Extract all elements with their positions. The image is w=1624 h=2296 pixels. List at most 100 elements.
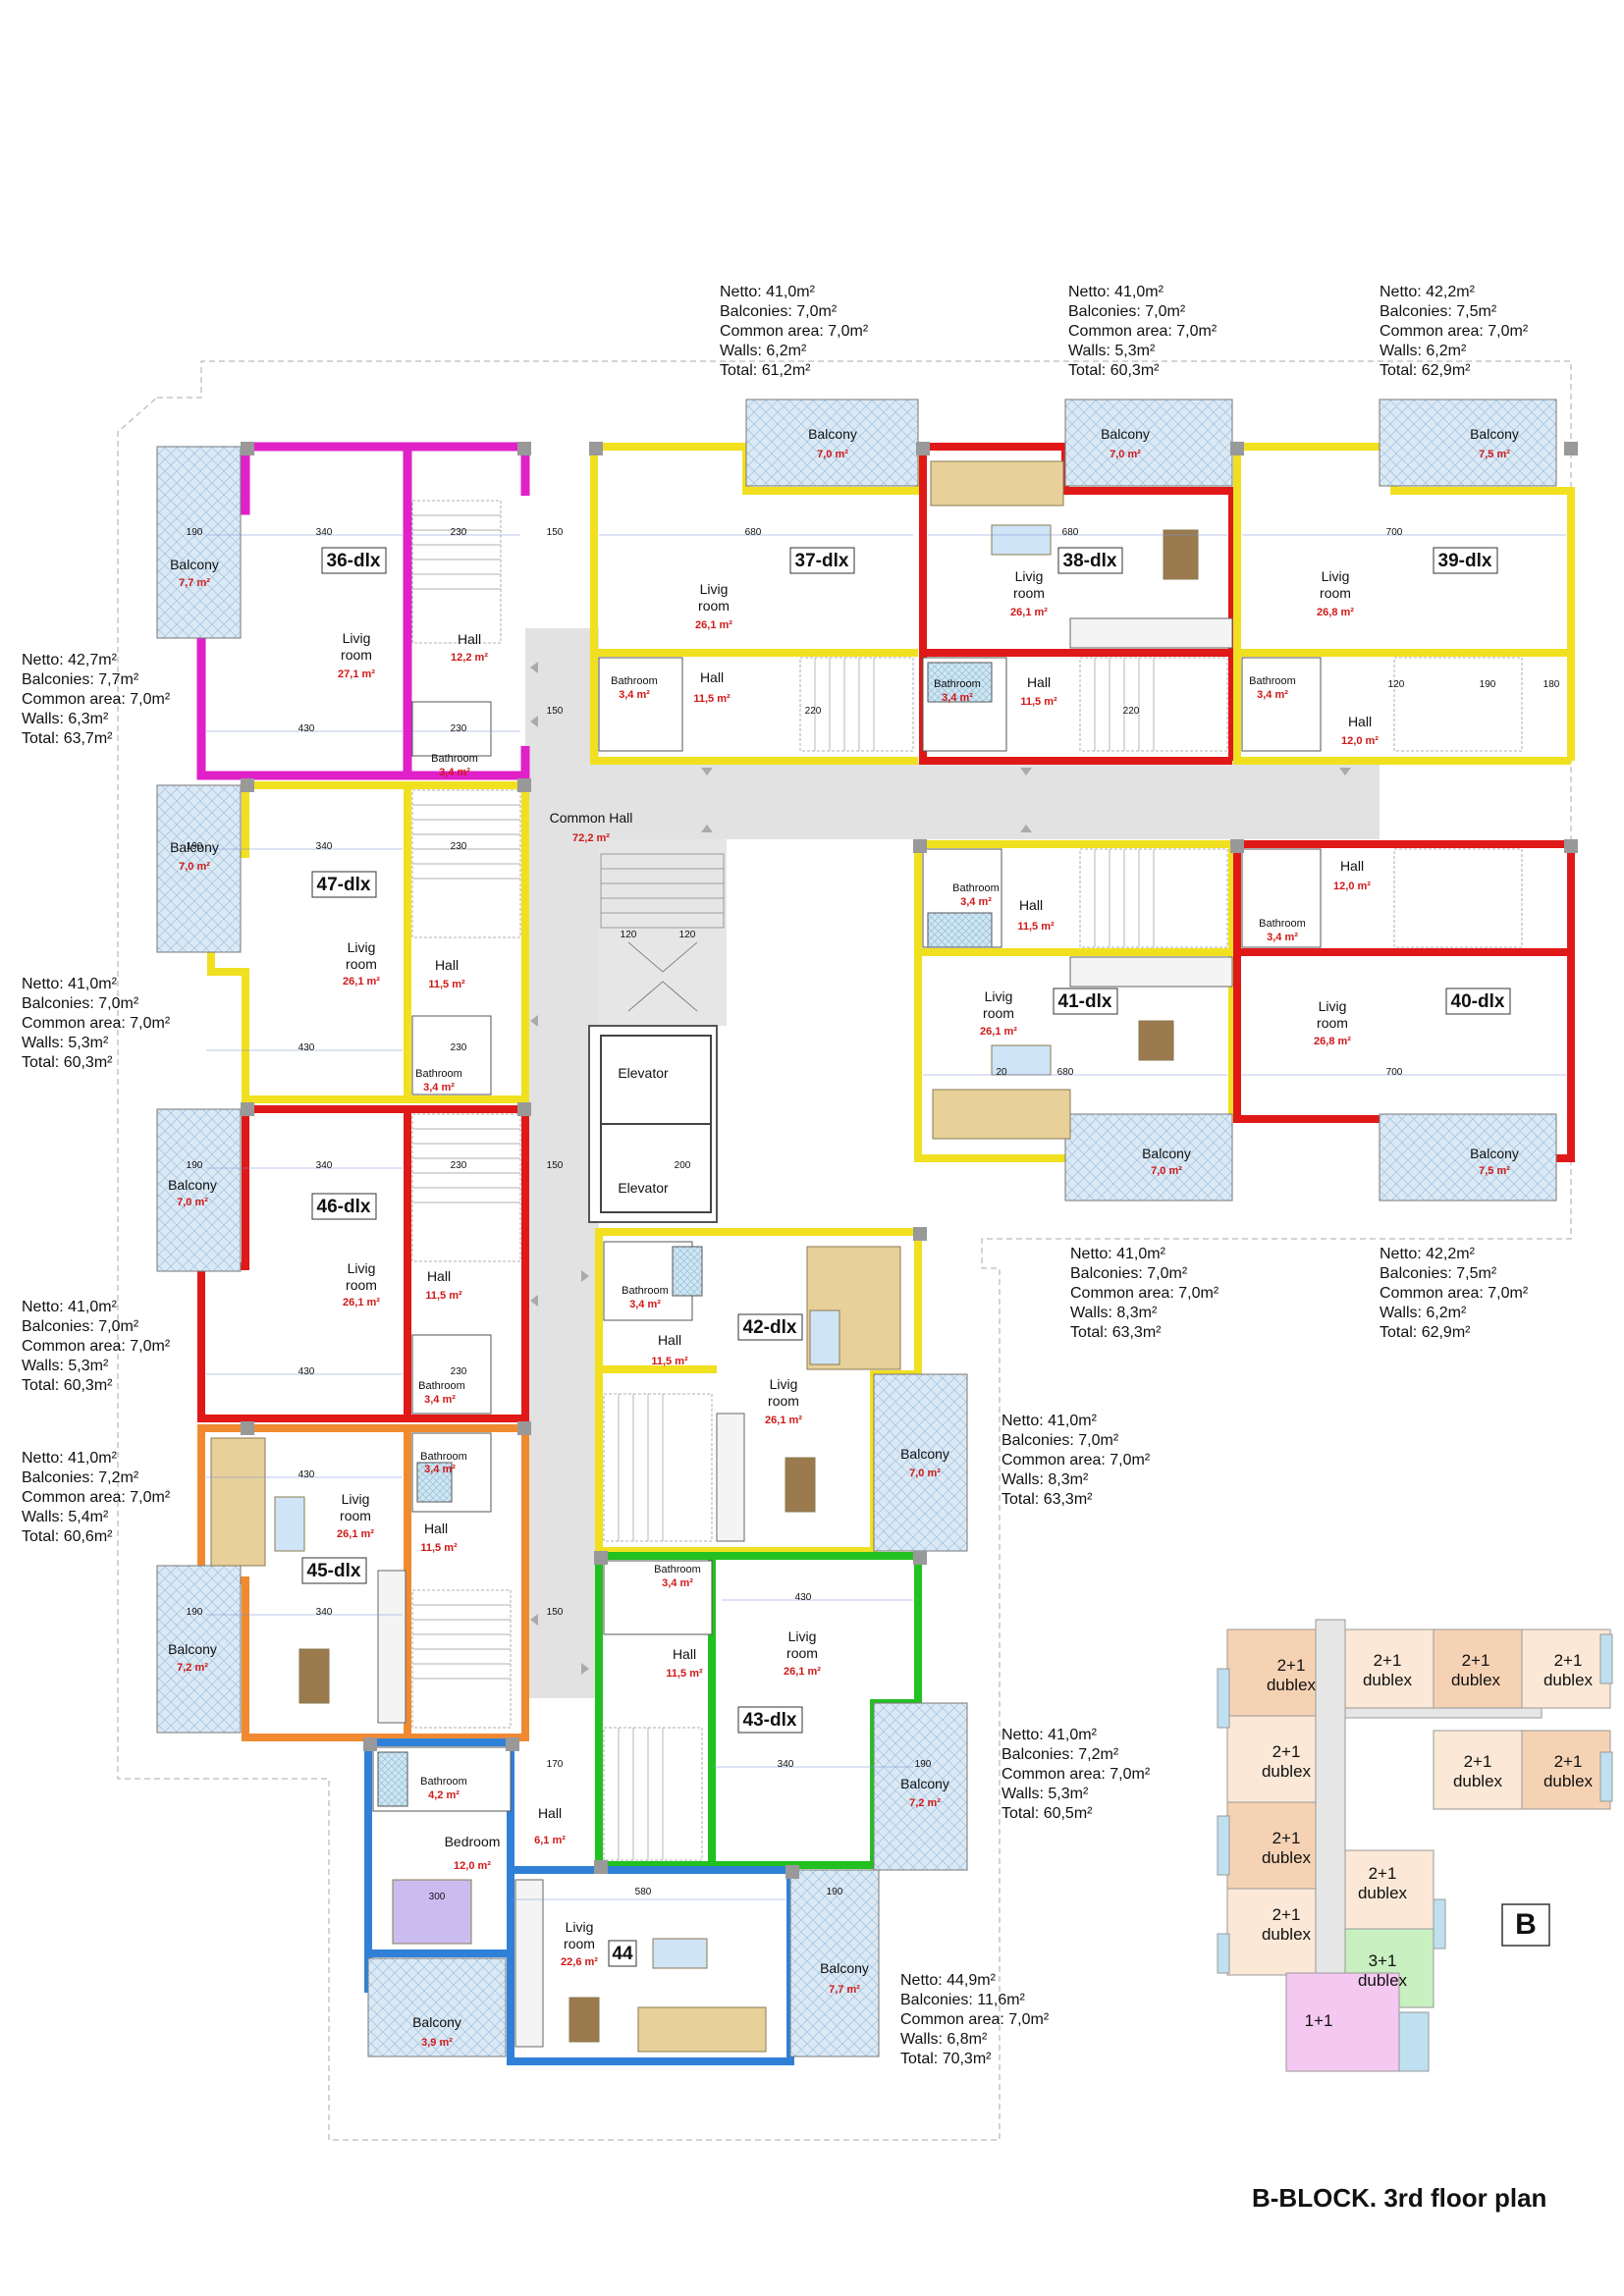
room-area: 12,0 m² (1341, 735, 1379, 747)
room-label: Balcony (1470, 1146, 1519, 1161)
elevator-block (600, 1035, 712, 1213)
room-area: 26,8 m² (1317, 607, 1354, 618)
room-label: Livig (348, 939, 376, 955)
room-label: Balcony (900, 1776, 949, 1791)
room-area: 26,1 m² (343, 976, 380, 988)
svg-text:150: 150 (547, 527, 564, 538)
unit-39-label: 39-dlx (1438, 551, 1492, 571)
key-map-labels: 2+1 dublex 2+1 dublex 2+1 dublex 2+1 dub… (1262, 1651, 1594, 2030)
room-area: 7,2 m² (909, 1797, 941, 1809)
svg-text:180: 180 (1543, 679, 1560, 690)
room-label: Hall (435, 957, 459, 973)
room-area: 11,5 m² (651, 1356, 688, 1367)
svg-text:300: 300 (429, 1892, 446, 1902)
svg-text:230: 230 (451, 527, 467, 538)
kitchens (377, 617, 1233, 2048)
room-area: 11,5 m² (425, 1290, 462, 1302)
room-label: Balcony (170, 839, 219, 855)
svg-text:20: 20 (996, 1067, 1007, 1078)
room-area: 3,4 m² (960, 896, 992, 908)
key-map (1217, 1619, 1613, 2072)
svg-text:230: 230 (451, 1160, 467, 1171)
svg-text:dublex: dublex (1543, 1671, 1594, 1689)
svg-text:150: 150 (547, 1160, 564, 1171)
svg-text:340: 340 (316, 527, 333, 538)
room-label: Hall (458, 631, 481, 647)
svg-text:230: 230 (451, 841, 467, 852)
svg-text:2+1: 2+1 (1272, 1742, 1301, 1761)
svg-text:340: 340 (778, 1759, 794, 1770)
unit-44-label: 44 (612, 1944, 633, 1964)
svg-text:190: 190 (187, 1607, 203, 1618)
room-label: Bathroom (1249, 675, 1296, 687)
room-area: 26,1 m² (343, 1297, 380, 1308)
svg-text:150: 150 (547, 706, 564, 717)
room-label: Bathroom (1259, 918, 1306, 930)
svg-text:340: 340 (316, 1160, 333, 1171)
room-area: 12,2 m² (451, 652, 488, 664)
room-area: 3,4 m² (942, 692, 973, 704)
room-label: Bathroom (431, 753, 478, 765)
room-label: Livig (1319, 998, 1347, 1014)
room-area: 26,1 m² (1010, 607, 1048, 618)
room-area: 11,5 m² (693, 693, 731, 705)
room-label: Bathroom (415, 1068, 462, 1080)
room-label: room (786, 1645, 818, 1661)
room-area: 7,7 m² (179, 577, 210, 589)
svg-text:200: 200 (675, 1160, 691, 1171)
room-label: Bathroom (952, 882, 1000, 894)
room-area: 3,4 m² (423, 1082, 455, 1094)
room-label: room (983, 1005, 1014, 1021)
svg-text:230: 230 (451, 723, 467, 734)
svg-text:2+1: 2+1 (1272, 1905, 1301, 1924)
svg-text:dublex: dublex (1267, 1676, 1317, 1694)
svg-text:150: 150 (547, 1607, 564, 1618)
svg-text:430: 430 (298, 723, 315, 734)
svg-text:dublex: dublex (1543, 1772, 1594, 1790)
room-label: room (1317, 1015, 1348, 1031)
room-label: room (341, 647, 372, 663)
room-label: Hall (424, 1521, 448, 1536)
main-staircase (600, 853, 725, 1012)
room-area: 7,0 m² (817, 449, 848, 460)
room-label: Hall (538, 1805, 562, 1821)
svg-text:700: 700 (1386, 527, 1403, 538)
unit-41-label: 41-dlx (1058, 991, 1112, 1012)
svg-text:340: 340 (316, 841, 333, 852)
room-area: 7,0 m² (179, 861, 210, 873)
room-label: Livig (700, 581, 729, 597)
elevator-label: Elevator (618, 1180, 669, 1196)
room-area: 7,0 m² (1151, 1165, 1182, 1177)
svg-text:2+1: 2+1 (1554, 1651, 1583, 1670)
room-area: 11,5 m² (666, 1668, 703, 1680)
unit-labels: 36-dlx 37-dlx 38-dlx 39-dlx 40-dlx 41-dl… (301, 547, 1511, 1967)
room-area: 3,4 m² (424, 1394, 456, 1406)
svg-text:190: 190 (1480, 679, 1496, 690)
room-area: 7,5 m² (1479, 1165, 1510, 1177)
svg-text:dublex: dublex (1358, 1971, 1408, 1990)
site-outline (117, 360, 1572, 2141)
room-label: room (340, 1508, 371, 1523)
room-area: 3,4 m² (619, 689, 650, 701)
room-area: 7,7 m² (829, 1984, 860, 1996)
unit-40-label: 40-dlx (1451, 991, 1505, 1012)
svg-text:190: 190 (827, 1887, 843, 1897)
svg-text:dublex: dublex (1262, 1762, 1312, 1781)
room-label: Livig (343, 630, 371, 646)
room-area: 26,1 m² (784, 1666, 821, 1678)
room-label: Balcony (412, 2014, 461, 2030)
svg-text:230: 230 (451, 1042, 467, 1053)
unit-39-walls (1233, 443, 1575, 765)
room-label: Bathroom (420, 1776, 467, 1788)
room-label: Bathroom (654, 1564, 701, 1575)
room-area: 7,0 m² (909, 1468, 941, 1479)
plan-title: B-BLOCK. 3rd floor plan (1252, 2183, 1547, 2213)
svg-text:190: 190 (187, 841, 203, 852)
room-labels: Livig room 27,1 m² Hall 12,2 m² Bathroom… (168, 426, 1519, 2049)
room-label: Hall (1348, 714, 1372, 729)
